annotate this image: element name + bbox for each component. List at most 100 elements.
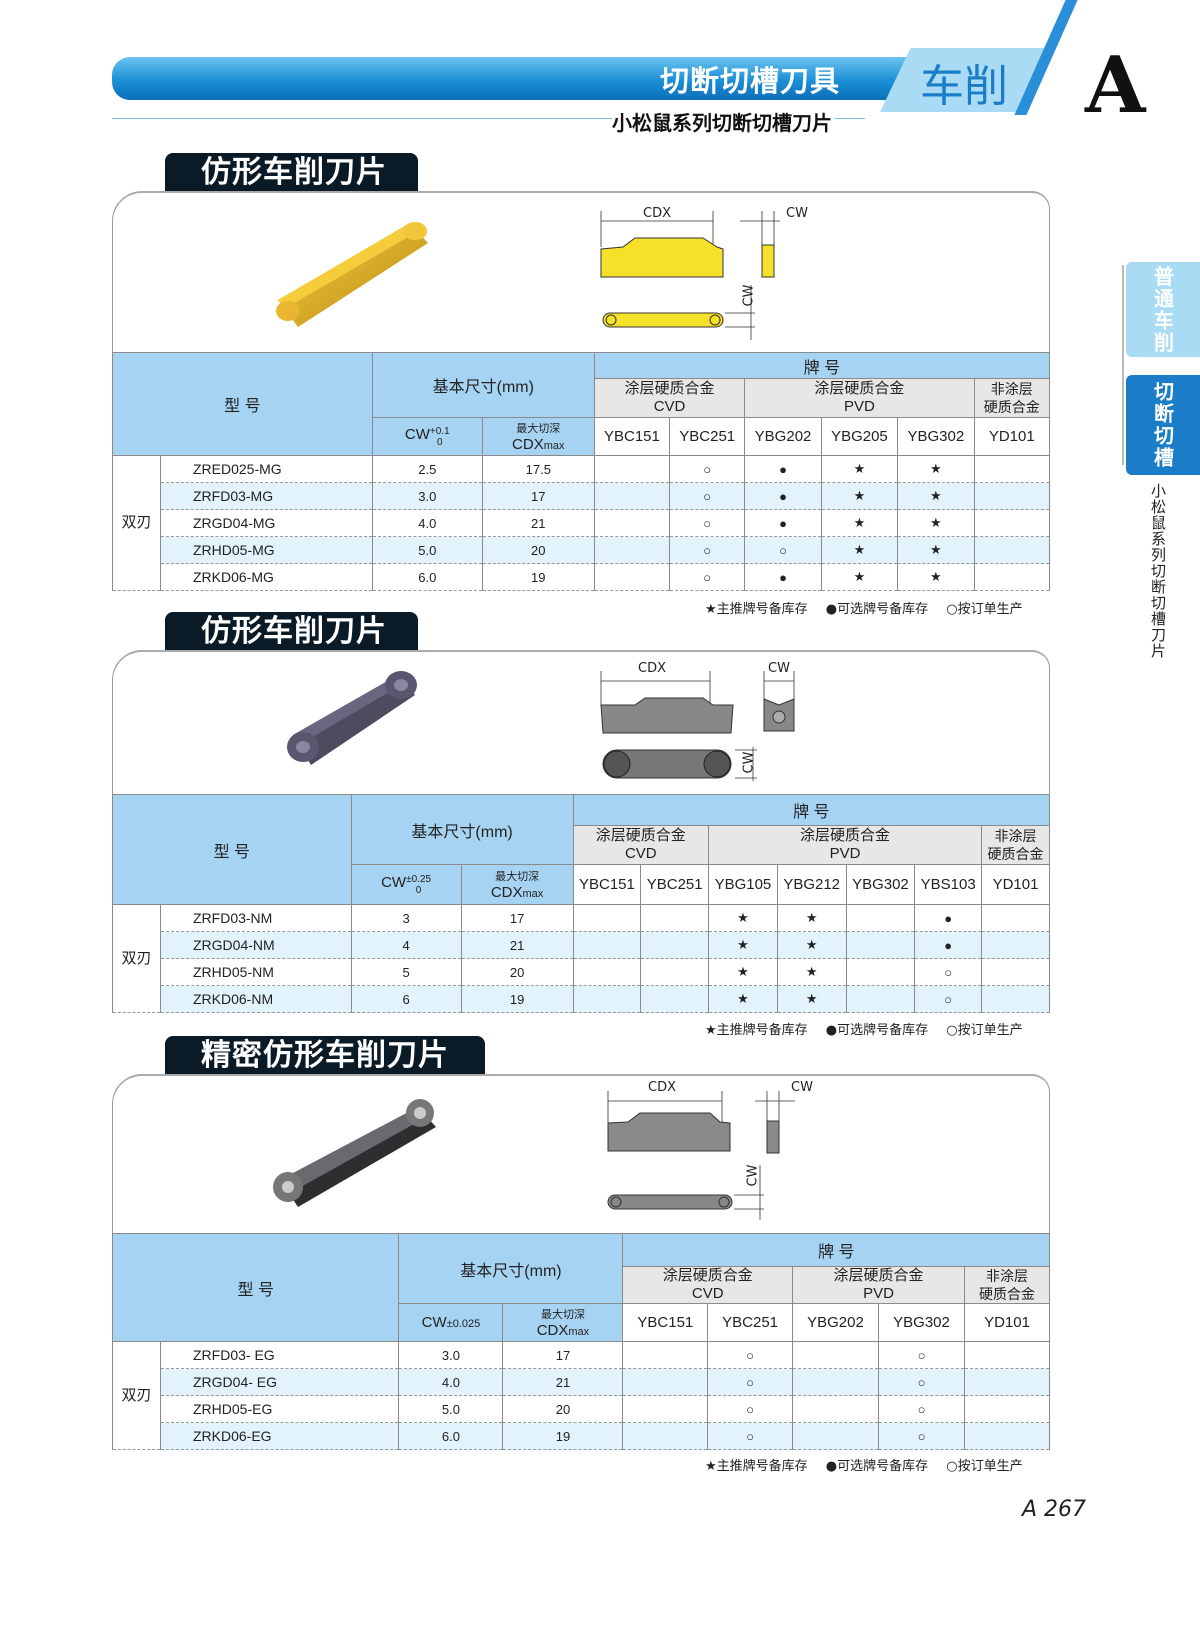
table-row: 双刃 ZRFD03- EG 3.0 17 ○○ bbox=[112, 1341, 1050, 1450]
cdx-cell: 21 bbox=[481, 509, 595, 537]
cdx-cell: 21 bbox=[502, 1368, 624, 1396]
mark-cell: ○ bbox=[877, 1368, 966, 1396]
mark-cell bbox=[572, 904, 642, 932]
mark-cell bbox=[622, 1368, 709, 1396]
section-image-panel bbox=[112, 1074, 1050, 1234]
cdx-cell: 20 bbox=[481, 536, 595, 564]
table-row: ZRKD06-NM 6 19 ★★○ bbox=[113, 985, 1050, 1013]
grade-col: YD101 bbox=[973, 417, 1051, 456]
mark-cell bbox=[845, 931, 916, 959]
grade-col: YBG302 bbox=[897, 417, 975, 456]
cw-cell: 2.5 bbox=[371, 455, 483, 483]
cw-cell: 6.0 bbox=[398, 1422, 504, 1450]
grade-col: YBC251 bbox=[707, 1303, 793, 1342]
mark-cell: ○ bbox=[707, 1422, 793, 1450]
dims-header: 基本尺寸(mm) bbox=[398, 1233, 624, 1304]
model-cell: ZRGD04-NM bbox=[160, 931, 352, 959]
model-header: 型 号 bbox=[111, 1233, 400, 1342]
mark-cell bbox=[981, 958, 1050, 986]
grade-col: YBG212 bbox=[776, 864, 847, 905]
mark-cell bbox=[973, 482, 1051, 510]
section-image-panel bbox=[112, 650, 1050, 795]
grade-col: YBC251 bbox=[669, 417, 746, 456]
cw-cell: 3 bbox=[350, 904, 462, 932]
cdx-cell: 17 bbox=[481, 482, 595, 510]
mark-cell: ★ bbox=[776, 985, 847, 1013]
edge-type: 双刃 bbox=[112, 904, 161, 1013]
model-cell: ZRGD04- EG bbox=[159, 1368, 400, 1396]
mark-cell bbox=[973, 509, 1051, 537]
model-cell: ZRFD03- EG bbox=[159, 1341, 400, 1369]
cdx-cell: 17.5 bbox=[481, 455, 595, 483]
mark-cell bbox=[791, 1341, 880, 1369]
grade-col: YD101 bbox=[981, 864, 1050, 905]
cw-cell: 5 bbox=[350, 958, 462, 986]
legend: ★主推牌号备库存 ●可选牌号备库存 ○按订单生产 bbox=[705, 1459, 1023, 1474]
cw-cell: 6 bbox=[350, 985, 462, 1013]
mark-cell bbox=[640, 958, 710, 986]
model-header: 型 号 bbox=[112, 794, 352, 905]
cw-side-dim-label: CW bbox=[741, 751, 757, 774]
insert-photo-purple bbox=[287, 671, 417, 765]
mark-cell: ★ bbox=[820, 509, 899, 537]
grade-header: 牌 号 bbox=[593, 352, 1051, 379]
side-tab-parting-grooving[interactable]: 切断切槽 bbox=[1126, 375, 1200, 475]
insert-photo-dark bbox=[273, 1099, 436, 1207]
model-cell: ZRKD06-NM bbox=[160, 985, 352, 1013]
mark-cell: ● bbox=[744, 563, 822, 591]
table-row: ZRGD04- EG 4.0 21 ○○ bbox=[113, 1368, 1050, 1396]
mark-cell bbox=[973, 455, 1051, 483]
mark-cell bbox=[845, 985, 916, 1013]
grade-col: YBC151 bbox=[593, 417, 671, 456]
model-cell: ZRHD05-NM bbox=[160, 958, 352, 986]
mark-cell bbox=[981, 931, 1050, 959]
cw-header: CW±0.025 bbox=[398, 1303, 504, 1342]
cdx-cell: 20 bbox=[502, 1395, 624, 1423]
table-row: ZRFD03-MG 3.0 17 ○●★★ bbox=[113, 482, 1051, 510]
table-row: 双刃 ZRFD03-NM 3 17 ★★● bbox=[112, 904, 1050, 1013]
legend: ★主推牌号备库存 ●可选牌号备库存 ○按订单生产 bbox=[705, 602, 1023, 617]
section-image-panel bbox=[112, 191, 1050, 353]
mark-cell: ○ bbox=[669, 536, 746, 564]
grade-header: 牌 号 bbox=[622, 1233, 1050, 1267]
mark-cell: ★ bbox=[820, 536, 899, 564]
mark-cell bbox=[593, 536, 671, 564]
mark-cell bbox=[640, 904, 710, 932]
model-header: 型 号 bbox=[112, 352, 373, 456]
cw-dim-label: CW bbox=[791, 1080, 813, 1095]
banner-title: 切断切槽刀具 bbox=[660, 64, 841, 98]
header-banner bbox=[112, 57, 912, 100]
side-tab-general-turning[interactable]: 普通车削 bbox=[1126, 262, 1200, 357]
mark-cell: ○ bbox=[877, 1422, 966, 1450]
mark-cell: ○ bbox=[707, 1395, 793, 1423]
mark-cell bbox=[593, 455, 671, 483]
subtitle-rule-right bbox=[835, 118, 865, 119]
mark-cell: ★ bbox=[776, 931, 847, 959]
mark-cell: ★ bbox=[897, 536, 975, 564]
mark-cell bbox=[981, 904, 1050, 932]
grade-col: YBG205 bbox=[820, 417, 899, 456]
category-tab: 车削 bbox=[920, 61, 1008, 112]
table-row: ZRHD05-EG 5.0 20 ○○ bbox=[113, 1395, 1050, 1423]
mark-cell: ○ bbox=[877, 1341, 966, 1369]
grade-col: YBG105 bbox=[708, 864, 778, 905]
mark-cell: ★ bbox=[708, 904, 778, 932]
mark-cell bbox=[622, 1422, 709, 1450]
insert-diagram-purple bbox=[600, 671, 757, 781]
model-cell: ZRFD03-MG bbox=[160, 482, 373, 510]
cdx-cell: 19 bbox=[502, 1422, 624, 1450]
grade-header: 牌 号 bbox=[572, 794, 1051, 826]
group-uncoated: 非涂层硬质合金 bbox=[973, 378, 1051, 418]
model-cell: ZRFD03-NM bbox=[160, 904, 352, 932]
mark-cell bbox=[964, 1422, 1050, 1450]
mark-cell: ○ bbox=[669, 455, 746, 483]
insert-diagram-dark bbox=[607, 1091, 764, 1220]
